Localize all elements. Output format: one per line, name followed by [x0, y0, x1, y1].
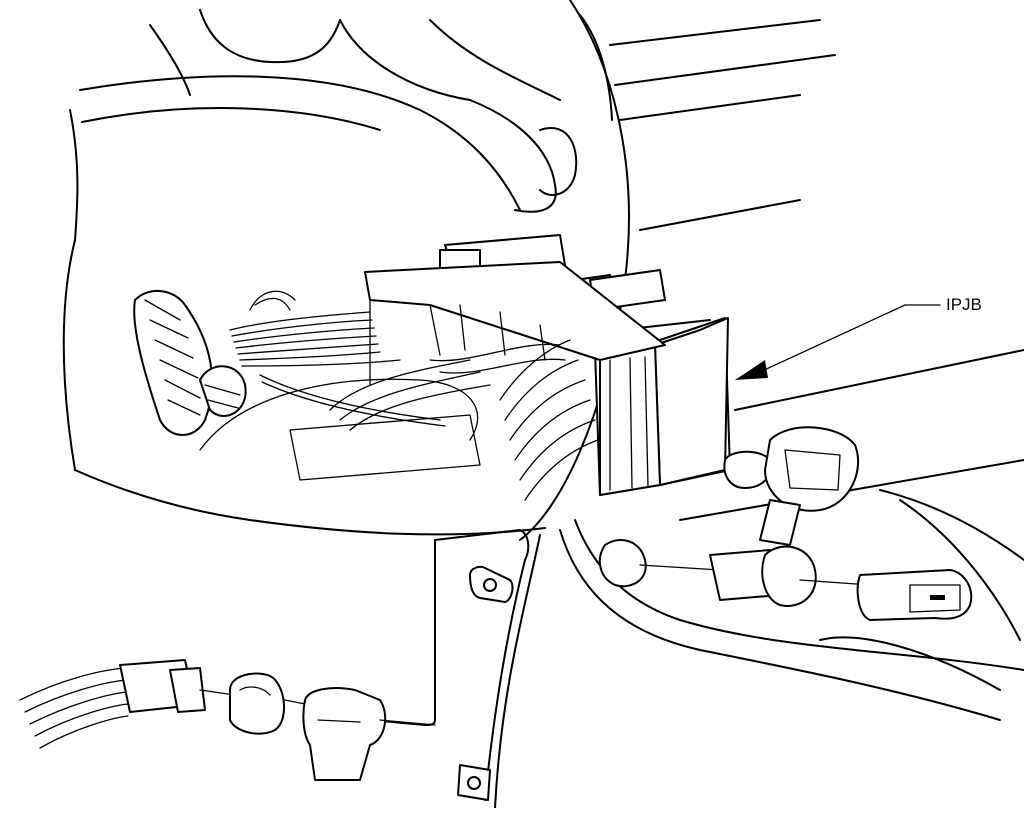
ipjb-callout: IPJB	[735, 295, 982, 380]
ipjb-label: IPJB	[946, 295, 982, 314]
instrument-panel-shell	[62, 0, 836, 541]
socket-assembly	[598, 426, 973, 621]
wiring-harness	[133, 289, 599, 501]
instrument-panel-junction-block	[199, 234, 731, 496]
mounting-bracket	[369, 529, 541, 809]
lower-connector-assembly	[19, 659, 436, 781]
